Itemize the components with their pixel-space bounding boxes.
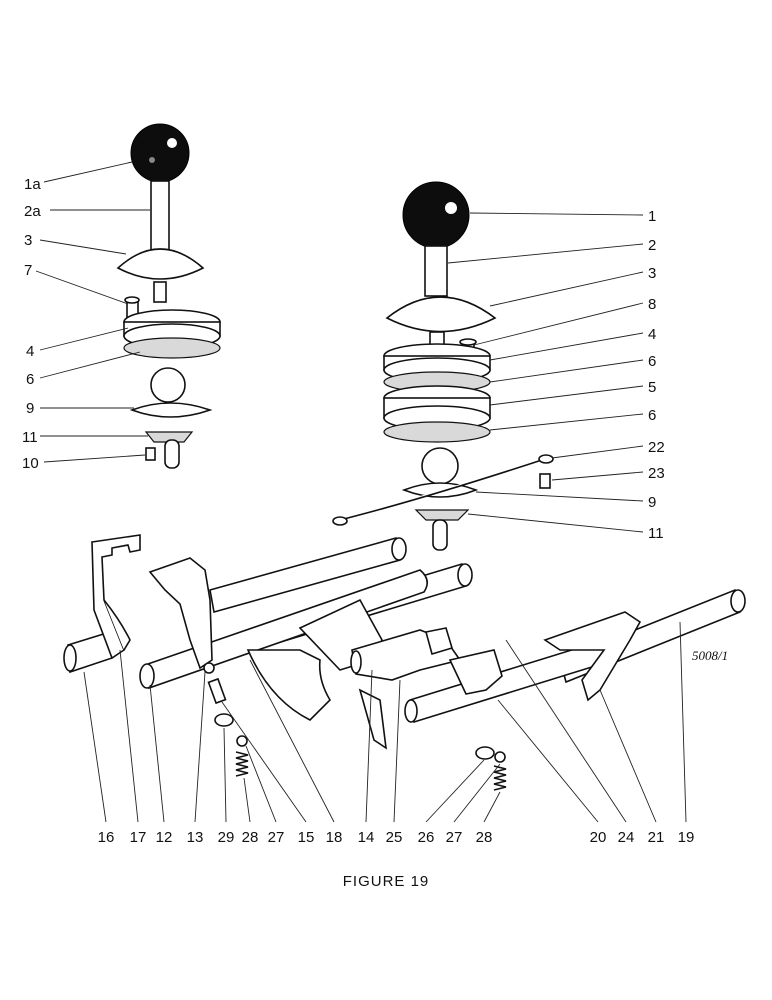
label-3-right: 3 — [648, 265, 656, 282]
bottom-label-18: 18 — [326, 829, 343, 846]
drawing-reference: 5008/1 — [692, 648, 728, 663]
retainer-9-left — [129, 402, 213, 418]
label-6-left: 6 — [26, 371, 34, 388]
bottom-label-27: 27 — [268, 829, 285, 846]
bottom-label-28: 28 — [242, 829, 259, 846]
selector-fork-24 — [448, 649, 503, 695]
bottom-label-17: 17 — [130, 829, 147, 846]
figure-caption: FIGURE 19 — [343, 873, 430, 890]
locking-wire-22 — [335, 457, 549, 522]
label-4-right: 4 — [648, 326, 656, 343]
gasket-11-left — [144, 431, 194, 443]
label-6-right-a: 6 — [648, 353, 656, 370]
label-22: 22 — [648, 439, 665, 456]
label-6-right-b: 6 — [648, 407, 656, 424]
label-8: 8 — [648, 296, 656, 313]
bottom-label-25: 25 — [386, 829, 403, 846]
detent-spring-28-right — [493, 765, 507, 791]
label-5: 5 — [648, 379, 656, 396]
label-23: 23 — [648, 465, 665, 482]
right-gear-lever-assembly — [332, 181, 554, 551]
left-gear-lever-assembly — [116, 123, 221, 469]
label-11-right: 11 — [648, 525, 664, 542]
bottom-label-26: 26 — [418, 829, 435, 846]
bottom-label-19: 19 — [678, 829, 695, 846]
gasket-6-right-b — [383, 421, 491, 443]
ball-pivot-right — [421, 447, 459, 485]
selector-fork-18 — [246, 649, 332, 721]
label-1a: 1a — [24, 176, 41, 193]
detent-spring-28-left — [235, 751, 249, 777]
lever-stem-2a — [150, 180, 170, 252]
selector-rods-and-forks — [63, 534, 746, 791]
lever-knob-1 — [402, 181, 470, 249]
detent-ball-27-left — [236, 735, 248, 747]
lever-dome-3-left — [116, 248, 205, 280]
selector-fork-17 — [91, 534, 141, 660]
screw-10 — [145, 447, 156, 461]
selector-rod-12 — [144, 569, 428, 690]
label-9-left: 9 — [26, 400, 34, 417]
gasket-11-right — [414, 509, 470, 521]
label-1: 1 — [648, 208, 656, 225]
detent-ball-27-right — [494, 751, 506, 763]
bottom-label-12: 12 — [156, 829, 173, 846]
bottom-label-28: 28 — [476, 829, 493, 846]
detent-plug-29 — [214, 713, 234, 727]
selector-fork-21 — [543, 611, 642, 702]
leader-lines — [35, 161, 687, 823]
lever-dome-3-right — [385, 296, 497, 333]
callout-labels: 1a 2a 3 7 4 6 9 11 10 1 2 3 8 4 6 5 6 22… — [22, 176, 665, 542]
bottom-callout-labels: 16 17 12 13 29 28 27 15 18 14 25 26 27 28 20 24 21 19 — [98, 829, 695, 846]
lever-knob-1a — [130, 123, 190, 183]
bottom-label-16: 16 — [98, 829, 115, 846]
label-3-left: 3 — [24, 232, 32, 249]
gasket-6-left — [123, 337, 221, 359]
bottom-label-27: 27 — [446, 829, 463, 846]
bottom-label-15: 15 — [298, 829, 315, 846]
interlock-plunger-15 — [207, 677, 227, 705]
screw-23 — [539, 473, 551, 489]
label-11-left: 11 — [22, 429, 38, 446]
ball-pivot-left — [150, 367, 186, 403]
label-2: 2 — [648, 237, 656, 254]
bottom-label-14: 14 — [358, 829, 375, 846]
bottom-label-13: 13 — [187, 829, 204, 846]
bottom-label-29: 29 — [218, 829, 235, 846]
label-4-left: 4 — [26, 343, 34, 360]
label-9-right: 9 — [648, 494, 656, 511]
label-10: 10 — [22, 455, 39, 472]
bottom-label-24: 24 — [618, 829, 635, 846]
detent-plug-26 — [475, 746, 495, 760]
lever-stem-2 — [424, 245, 448, 297]
label-2a: 2a — [24, 203, 41, 220]
bottom-label-21: 21 — [648, 829, 665, 846]
selector-fork-13 — [148, 557, 213, 670]
label-7: 7 — [24, 262, 32, 279]
bottom-label-20: 20 — [590, 829, 607, 846]
